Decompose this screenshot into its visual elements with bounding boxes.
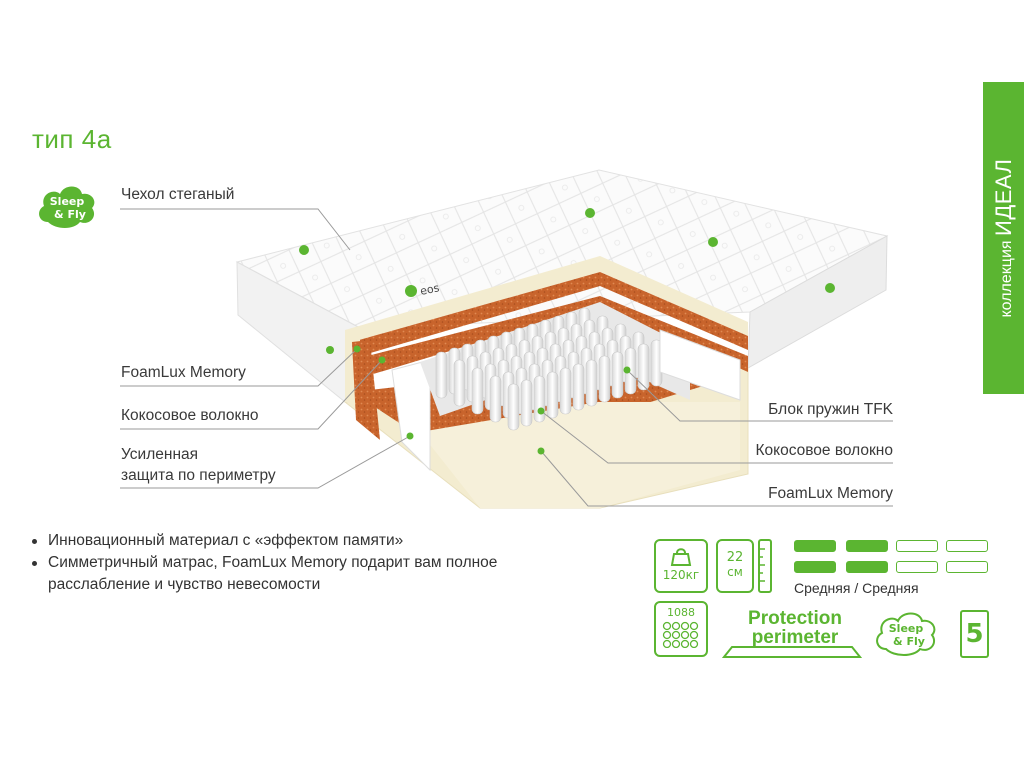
feature-item: Симметричный матрас, FoamLux Memory пода…: [30, 552, 497, 574]
firmness-bar-bottom: [794, 561, 836, 573]
feature-item-continuation: расслабление и чувство невесомости: [48, 576, 321, 593]
firmness-bar-bottom: [946, 561, 988, 573]
eos-brand-mark: eos: [299, 208, 835, 354]
label-perimeter-line2: защита по периметру: [121, 467, 276, 484]
warranty-badge: 5: [960, 610, 989, 658]
firmness-bar-top: [946, 540, 988, 552]
pocket-spring: [507, 383, 520, 431]
pocket-spring: [489, 375, 502, 423]
firmness-label: Средняя / Средняя: [794, 580, 919, 596]
badge-line2: & Fly: [893, 635, 925, 648]
label-foam-top: FoamLux Memory: [121, 364, 246, 381]
badge-line1: Sleep: [889, 622, 924, 635]
firmness-bar-bottom: [896, 561, 938, 573]
leader-dots: [353, 345, 631, 455]
ruler-icon: [758, 539, 772, 593]
pocket-spring: [611, 351, 624, 399]
warranty-value: 5: [965, 619, 984, 649]
logo-line1: Sleep: [50, 195, 85, 208]
pocket-spring: [559, 367, 572, 415]
springs-count-value: 1088: [667, 606, 695, 619]
label-coconut-top: Кокосовое волокно: [121, 407, 259, 424]
pocket-spring: [435, 351, 448, 399]
protection-line2: perimeter: [751, 627, 839, 648]
firmness-bar-bottom: [846, 561, 888, 573]
sleep-and-fly-logo: Sleep & Fly: [39, 186, 95, 228]
springs-grid-icon: [662, 621, 699, 648]
brand-text: eos: [419, 281, 441, 298]
label-perimeter-line1: Усиленная: [121, 446, 199, 463]
spring-block: [420, 302, 690, 431]
feature-list: Инновационный материал с «эффектом памят…: [30, 530, 497, 596]
pocket-spring: [637, 343, 650, 391]
pocket-spring: [572, 363, 585, 411]
weight-icon: [670, 548, 692, 566]
height-unit: см: [727, 565, 743, 579]
firmness-bar-top: [846, 540, 888, 552]
max-load-value: 120кг: [662, 568, 700, 582]
firmness-bar-top: [896, 540, 938, 552]
pocket-spring: [546, 371, 559, 419]
collection-name: ИДЕАЛ: [990, 158, 1016, 236]
pocket-spring: [533, 375, 546, 423]
protection-perimeter-badge: Protection perimeter: [728, 609, 862, 647]
firmness-bar-top: [794, 540, 836, 552]
protection-line1: Protection: [748, 608, 842, 629]
label-coconut-bottom: Кокосовое волокно: [755, 442, 893, 459]
pocket-spring: [471, 367, 484, 415]
label-cover: Чехол стеганый: [121, 186, 235, 203]
logo-line2: & Fly: [54, 208, 86, 221]
pocket-spring: [585, 359, 598, 407]
max-load-badge: 120кг: [654, 539, 708, 593]
collection-prefix: коллекция: [997, 240, 1015, 318]
page-title: тип 4а: [32, 124, 112, 154]
springs-count-badge: 1088: [654, 601, 708, 657]
pocket-spring: [520, 379, 533, 427]
collection-tab: коллекция ИДЕАЛ: [983, 82, 1024, 394]
sleep-and-fly-badge: Sleep & Fly: [876, 612, 936, 656]
label-foam-bottom: FoamLux Memory: [768, 485, 893, 502]
pocket-spring: [453, 359, 466, 407]
leader-lines: [120, 208, 893, 507]
label-spring-block: Блок пружин TFK: [768, 401, 893, 418]
perimeter-underline-icon: [722, 646, 862, 658]
height-badge: 22 см: [716, 539, 754, 593]
feature-item: Инновационный материал с «эффектом памят…: [30, 530, 497, 552]
height-value: 22: [726, 550, 744, 565]
pocket-spring: [598, 355, 611, 403]
